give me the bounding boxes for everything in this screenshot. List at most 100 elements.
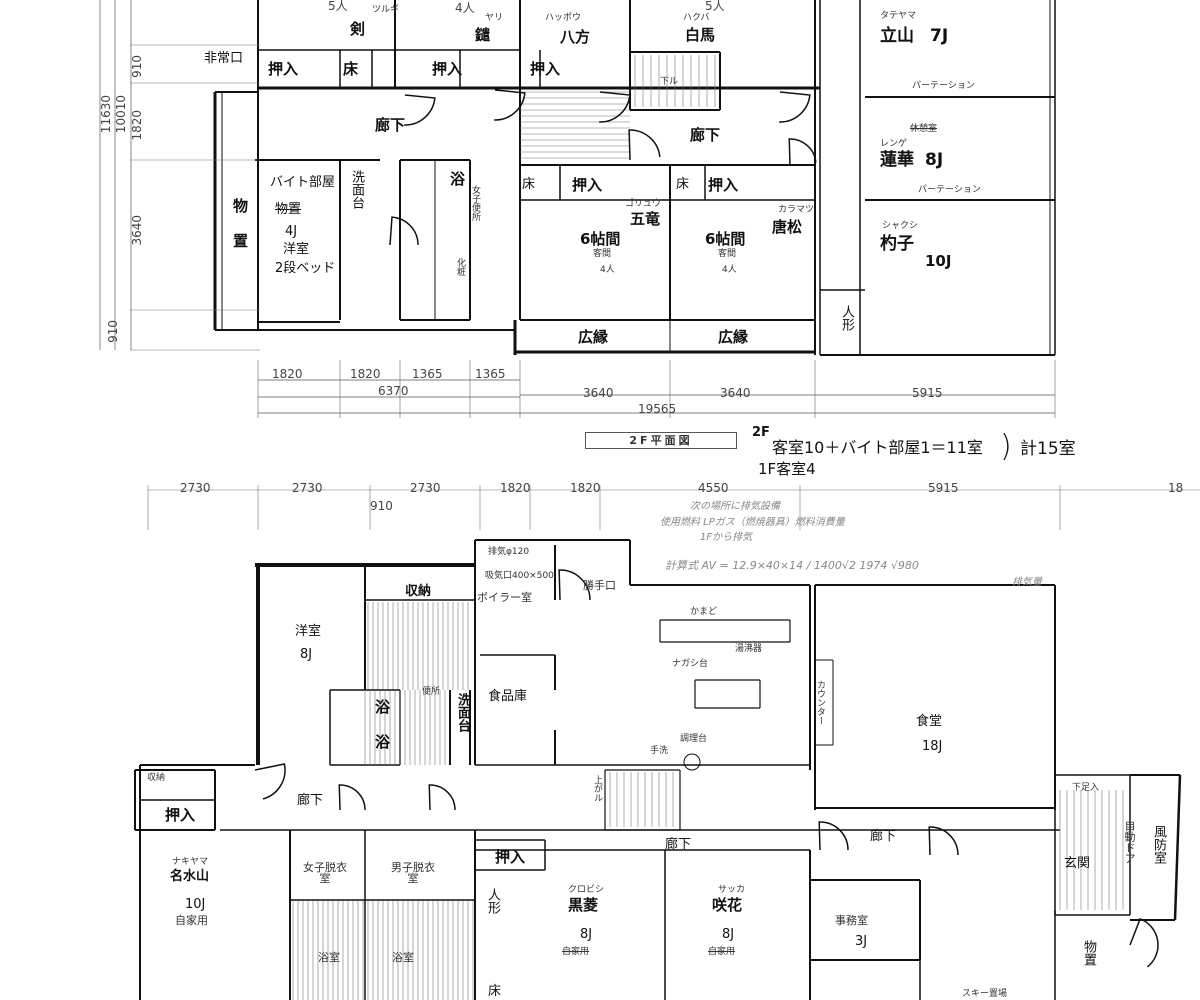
note-formula: 計算式 AV = 12.9×40×14 / 1400√2 1974 √980	[665, 559, 919, 572]
bath-1f-1: 浴	[375, 698, 391, 716]
emergency-exit: 非常口	[204, 51, 244, 66]
door-swing	[494, 89, 526, 121]
auto-door: 自動ドア	[1123, 820, 1136, 864]
oshiire-2: 押入	[432, 60, 463, 78]
sakka-size: 8J	[722, 927, 735, 942]
pantry: 食品庫	[488, 689, 528, 704]
dim-h-3640b: 3640	[720, 386, 751, 400]
kurobishi-use: 自家用	[562, 947, 590, 957]
goryu-cap: 4人	[600, 265, 615, 275]
sakka-use: 自家用	[708, 947, 736, 957]
kana-goryu: ゴリュウ	[625, 199, 662, 209]
dim-h-1365b: 1365	[475, 367, 506, 381]
karamatsu-type: 客間	[718, 249, 737, 259]
dim1-2730a: 2730	[180, 481, 211, 495]
dim1-1820b: 1820	[570, 481, 601, 495]
staff-room-type: 洋室	[283, 242, 310, 257]
floor2-title: 2F平面図	[585, 432, 737, 449]
door-swing	[404, 94, 436, 126]
kana-tateyama: タテヤマ	[880, 11, 917, 21]
karamatsu-cap: 4人	[722, 265, 737, 275]
mens-bathroom: 浴室	[392, 951, 414, 964]
note-line1: 次の場所に排気設備	[690, 501, 780, 512]
dim-v-910: 910	[130, 55, 144, 78]
room-sakka: 咲花	[712, 896, 743, 914]
dim1-2730b: 2730	[292, 481, 323, 495]
storage-2f: 物置	[231, 198, 249, 268]
boiler-room: ボイラー室	[477, 591, 532, 604]
shakushi-size: 10J	[925, 252, 952, 270]
summary-total: 計15室	[1020, 439, 1076, 459]
engawa-2: 広縁	[718, 328, 749, 346]
kana-karamatsu: カラマツ	[778, 205, 815, 215]
toko-2: 床	[522, 177, 536, 192]
room-nakiyama: 名水山	[170, 869, 210, 884]
dim1-5915: 5915	[928, 481, 959, 495]
corridor-1f-3: 廊下	[870, 829, 897, 844]
room-tsurugi: 剣	[350, 20, 366, 38]
room-hakuba: 白馬	[685, 26, 716, 44]
dim-h-5915: 5915	[912, 386, 943, 400]
handwash: 手洗	[650, 746, 669, 756]
room-renge: 蓮華	[880, 150, 914, 170]
karamatsu-size: 6帖間	[705, 230, 746, 248]
kana-tsurugi: ツルギ	[372, 5, 400, 15]
doll-2f: 人形	[839, 305, 854, 331]
room-tateyama: 立山	[880, 26, 914, 46]
sink: ナガシ台	[672, 659, 709, 669]
toko-3: 床	[676, 177, 690, 192]
washbasin-2f: 洗面台	[349, 170, 364, 209]
summary-floor: 2F	[752, 425, 770, 440]
washbasin-1f: 洗面台	[455, 693, 470, 732]
back-door: 勝手口	[583, 579, 616, 592]
dim-v-1820: 1820	[130, 110, 144, 141]
dim-v-3640: 3640	[130, 215, 144, 246]
corridor-1f-2: 廊下	[665, 837, 692, 852]
corridor-2f-1: 廊下	[375, 116, 406, 134]
stove: かまど	[690, 607, 718, 617]
door-swing	[389, 216, 419, 246]
kana-shakushi: シャクシ	[882, 221, 919, 231]
staff-room: バイト部屋	[270, 175, 336, 190]
room-western: 洋室	[295, 624, 322, 639]
handwash-basin-icon	[683, 753, 701, 771]
partition-2: パーテーション	[918, 185, 981, 195]
dim1-1820a: 1820	[500, 481, 531, 495]
kana-happo: ハッポウ	[545, 13, 582, 23]
oshiire-4: 押入	[572, 176, 603, 194]
door-swing	[1129, 917, 1159, 968]
bath-2f: 浴	[450, 170, 466, 188]
door-swing	[818, 821, 849, 851]
kana-nakiyama: ナキヤマ	[172, 857, 209, 867]
storage-1f-3: 物置	[1081, 940, 1096, 966]
oshiire-1f-2: 押入	[495, 848, 526, 866]
room-karamatsu: 唐松	[772, 218, 803, 236]
door-swing	[338, 784, 366, 811]
dim-h-19565: 19565	[638, 402, 677, 416]
staff-room-size: 4J	[285, 224, 298, 239]
intake-label: 吸気口400×500	[485, 571, 554, 581]
windbreak-room: 風防室	[1151, 825, 1166, 864]
goryu-size: 6帖間	[580, 230, 621, 248]
dim1-4550: 4550	[698, 481, 729, 495]
cap-hakuba: 5人	[705, 0, 725, 13]
kana-kurobishi: クロビシ	[568, 885, 605, 895]
vent-label: 排気φ120	[488, 547, 530, 557]
womens-toilet-2f: 女子便所	[470, 185, 480, 221]
dining-size: 18J	[922, 739, 943, 754]
kurobishi-size: 8J	[580, 927, 593, 942]
storage-1f: 収納	[405, 584, 432, 599]
kana-yari: ヤリ	[485, 13, 504, 23]
note-exhaust: 排気量	[1012, 577, 1042, 588]
door-swing	[558, 569, 591, 601]
toko-1f: 床	[488, 984, 502, 999]
corridor-1f-1: 廊下	[297, 793, 324, 808]
oshiire-5: 押入	[708, 176, 739, 194]
dim-h-1820b: 1820	[350, 367, 381, 381]
summary-line1: 客室10＋バイト部屋1＝11室	[772, 438, 983, 457]
stairs-down: 下ル	[660, 77, 679, 87]
door-swing	[254, 763, 286, 800]
renge-size: 8J	[925, 150, 944, 170]
dim-v-10010: 10010	[114, 95, 128, 134]
dim1-2730c: 2730	[410, 481, 441, 495]
